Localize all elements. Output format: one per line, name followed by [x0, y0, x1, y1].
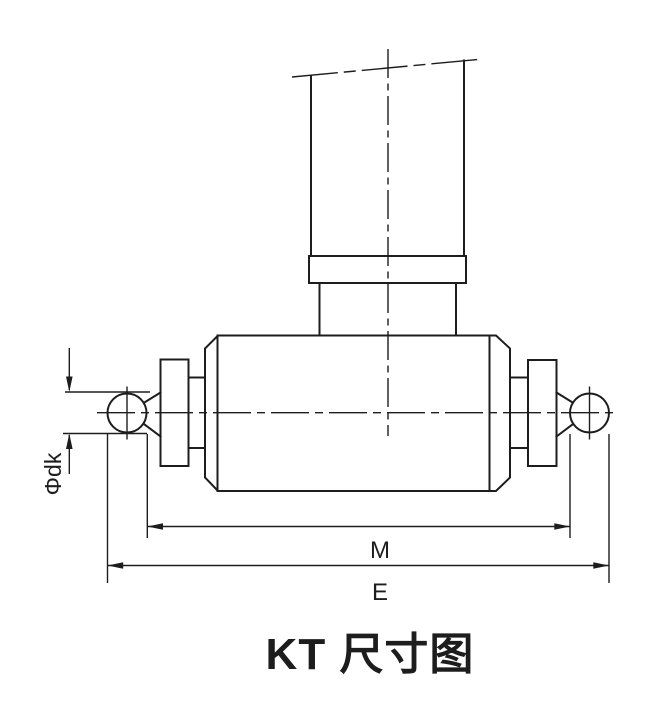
m-arrow-right-icon — [554, 523, 570, 530]
dim-phi-dk: Φdk — [40, 348, 150, 495]
drawing-title: KT 尺寸图 — [266, 630, 475, 679]
phidk-arrow-up-icon — [66, 433, 73, 449]
dim-m: M — [146, 434, 571, 564]
e-arrow-left-icon — [107, 562, 124, 569]
phidk-arrow-down-icon — [66, 376, 73, 392]
m-arrow-left-icon — [147, 523, 163, 530]
center-lines — [97, 49, 617, 436]
dim-e: E — [106, 434, 610, 606]
e-arrow-right-icon — [593, 562, 609, 569]
left-cone-top — [140, 391, 162, 406]
left-cone-bottom — [140, 421, 162, 438]
phidk-label: Φdk — [40, 452, 66, 495]
right-cone-bottom — [555, 421, 577, 438]
m-label: M — [370, 537, 390, 564]
right-cone-top — [555, 391, 577, 406]
e-label: E — [372, 579, 388, 606]
